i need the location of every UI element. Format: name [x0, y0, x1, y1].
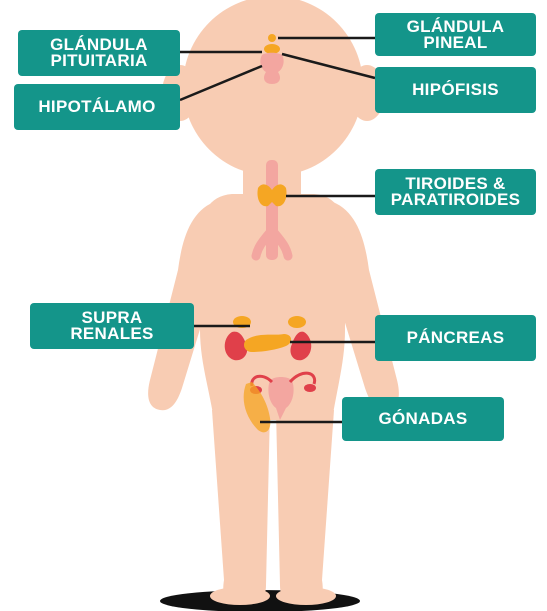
spinal-cord [266, 160, 278, 260]
label-hipotalamo-line-1: HIPOTÁLAMO [38, 99, 155, 115]
label-gonadas-line-1: GÓNADAS [379, 411, 468, 427]
right-adrenal-gland [288, 316, 306, 328]
label-hipofisis-line-1: HIPÓFISIS [412, 82, 499, 98]
right-ovary [304, 384, 316, 392]
label-suprarrenales: SUPRA RENALES [30, 303, 194, 349]
label-pancreas: PÁNCREAS [375, 315, 536, 361]
label-suprarrenales-line-2: RENALES [70, 326, 153, 342]
label-hipotalamo: HIPOTÁLAMO [14, 84, 180, 130]
label-tiroides-line-2: PARATIROIDES [391, 192, 521, 208]
pineal-gland [268, 34, 276, 42]
label-hipofisis: HIPÓFISIS [375, 67, 536, 113]
label-tiroides-paratiroides: TIROIDES & PARATIROIDES [375, 169, 536, 215]
right-leg [276, 410, 334, 600]
pituitary-gland [264, 44, 280, 54]
label-glandula-pineal: GLÁNDULA PINEAL [375, 13, 536, 56]
right-foot [276, 587, 336, 605]
left-leg [212, 410, 270, 600]
left-foot [210, 587, 270, 605]
label-pancreas-line-1: PÁNCREAS [407, 330, 505, 346]
label-glandula-pituitaria: GLÁNDULA PITUITARIA [18, 30, 180, 76]
label-gonadas: GÓNADAS [342, 397, 504, 441]
label-pituitaria-line-2: PITUITARIA [50, 53, 147, 69]
label-pineal-line-2: PINEAL [423, 35, 487, 51]
